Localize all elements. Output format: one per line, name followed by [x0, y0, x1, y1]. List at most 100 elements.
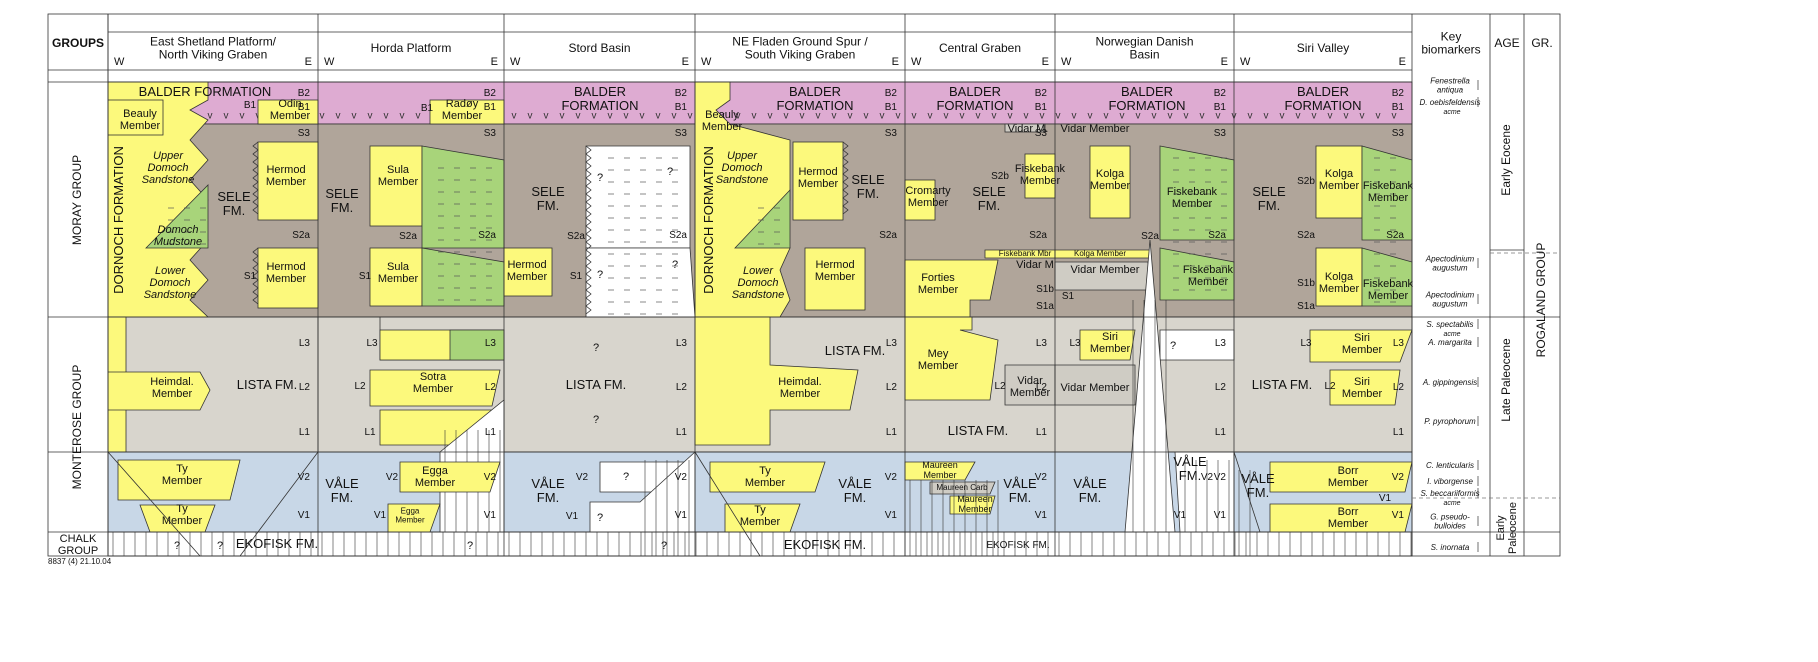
unit-code-S2b: S2b	[991, 171, 1009, 182]
biomarker-acme-line: acme	[1443, 109, 1460, 116]
formation-label-c4: FORMATION	[776, 98, 853, 113]
vale-label-c6b-line: FM.	[1179, 469, 1201, 484]
q-mark: ?	[597, 512, 603, 524]
hermod-label-c1b-line: Member	[266, 273, 307, 285]
unit-code-S1b-line: S1b	[1297, 278, 1315, 289]
balder-tuff-mark: v	[640, 111, 645, 122]
vale-label-c5-line: VÅLE	[1003, 476, 1037, 491]
biomarker-label-line: D. oebisfeldensis	[1420, 98, 1481, 107]
sele-label-c3-line: FM.	[537, 199, 559, 214]
heimdal-c4	[694, 316, 859, 446]
balder-tuff-mark: v	[544, 111, 549, 122]
cromarty-label-line: Cromarty	[905, 185, 951, 197]
balder-tuff-mark: v	[624, 111, 629, 122]
ty-label-c4b-line: Ty	[754, 504, 766, 516]
ty-upper-c4	[709, 461, 826, 493]
east-label: E	[491, 56, 498, 68]
q-mark: ?	[661, 540, 667, 552]
kolga-label-c7a-line: Member	[1319, 180, 1360, 192]
upper-domoch-c4-line: Sandstone	[716, 174, 769, 186]
formation-label-c5: FORMATION	[936, 98, 1013, 113]
balder-tuff-mark: v	[864, 111, 869, 122]
unit-code-L1-line: L1	[886, 427, 898, 438]
vidar-member-label-c6b-line: Vidar Member	[1071, 264, 1140, 276]
q-mark: ?	[467, 540, 473, 552]
lista-label-c3: LISTA FM.	[566, 377, 626, 392]
early-paleocene-label-line: Paleocene	[1507, 502, 1519, 554]
vidar-m-short-label-line: Vidar M	[1016, 259, 1054, 271]
unit-code-V1: V1	[374, 510, 387, 521]
unit-code-V1: V1	[1214, 510, 1227, 521]
unit-code-L2: L2	[1036, 382, 1048, 393]
unit-code-L1: L1	[1393, 427, 1405, 438]
age-header-line: AGE	[1494, 36, 1519, 50]
unit-code-V1: V1	[885, 510, 898, 521]
ty-label-c1a-line: Ty	[176, 463, 188, 475]
unit-code-V2: V2	[1392, 472, 1405, 483]
west-label-line: W	[701, 56, 712, 68]
lower-domoch-label-line: Domoch	[150, 277, 191, 289]
unit-code-L1-line: L1	[1393, 427, 1405, 438]
biomarker-label-line: Apectodinium	[1425, 255, 1475, 264]
balder-tuff-mark: v	[560, 111, 565, 122]
unit-code-S2b-line: S2b	[991, 171, 1009, 182]
unit-code-L2-line: L2	[676, 382, 688, 393]
figure-code-line: 8837 (4) 21.10.04	[48, 557, 112, 566]
biomarker-label: D. oebisfeldensis	[1420, 98, 1481, 107]
ekofisk-label-c1: EKOFISK FM.	[236, 536, 318, 551]
unit-code-V1: V1	[1035, 510, 1048, 521]
formation-label-c3-line: FORMATION	[561, 98, 638, 113]
balder-tuff-mark: v	[1296, 111, 1301, 122]
biomarker-label-line: S. beccariiformis	[1420, 489, 1479, 498]
unit-code-L3-line: L3	[1069, 338, 1081, 349]
balder-tuff-mark: v	[1168, 111, 1173, 122]
west-label-line: W	[324, 56, 335, 68]
unit-code-L2: L2	[676, 382, 688, 393]
unit-code-B1: B1	[885, 102, 898, 113]
west-label-line: W	[1240, 56, 1251, 68]
kolga-label-c6-line: Kolga	[1096, 168, 1125, 180]
balder-tuff-mark: v	[976, 111, 981, 122]
balder-tuff-mark: v	[224, 111, 229, 122]
unit-code-B1: B1	[484, 102, 497, 113]
balder-tuff-mark: v	[592, 111, 597, 122]
rogaland-group-label: ROGALAND GROUP	[1534, 243, 1548, 358]
unit-code-L3: L3	[1215, 338, 1227, 349]
upper-domoch-label-line: Upper	[153, 150, 184, 162]
unit-code-B1-line: B1	[1392, 102, 1405, 113]
unit-code-L1: L1	[299, 427, 311, 438]
lista-label-c4: LISTA FM.	[825, 343, 885, 358]
montrose-group-label: MONTEROSE GROUP	[70, 365, 84, 490]
sele-label-c1-line: FM.	[223, 204, 245, 219]
kolga-member-label-line: Kolga Member	[1074, 249, 1126, 258]
vale-label-c3-line: FM.	[537, 491, 559, 506]
maureen-label-a-line: Member	[923, 470, 956, 480]
balder-label-c6-line: BALDER	[1121, 84, 1173, 99]
q-mark-line: ?	[217, 540, 223, 552]
unit-code-L3-line: L3	[1300, 338, 1312, 349]
unit-code-V1: V1	[1392, 510, 1405, 521]
balder-tuff-mark: v	[1088, 111, 1093, 122]
mey-label-line: Member	[918, 360, 959, 372]
unit-code-L2-line: L2	[485, 382, 497, 393]
east-label-line: E	[1221, 56, 1228, 68]
heimdal-label-c1-line: Member	[152, 388, 193, 400]
unit-code-V2-line: V2	[1035, 472, 1048, 483]
maureen-carb-label: Maureen Carb	[936, 483, 988, 492]
unit-code-L2: L2	[1215, 382, 1227, 393]
q-mark-line: ?	[593, 342, 599, 354]
unit-code-B2-line: B2	[298, 88, 311, 99]
biomarker-label: A. gippingensis	[1422, 378, 1477, 387]
ekofisk-label-c5-line: EKOFISK FM.	[986, 540, 1049, 551]
lower-domoch-c4-line: Domoch	[738, 277, 779, 289]
unit-code-L2: L2	[299, 382, 311, 393]
